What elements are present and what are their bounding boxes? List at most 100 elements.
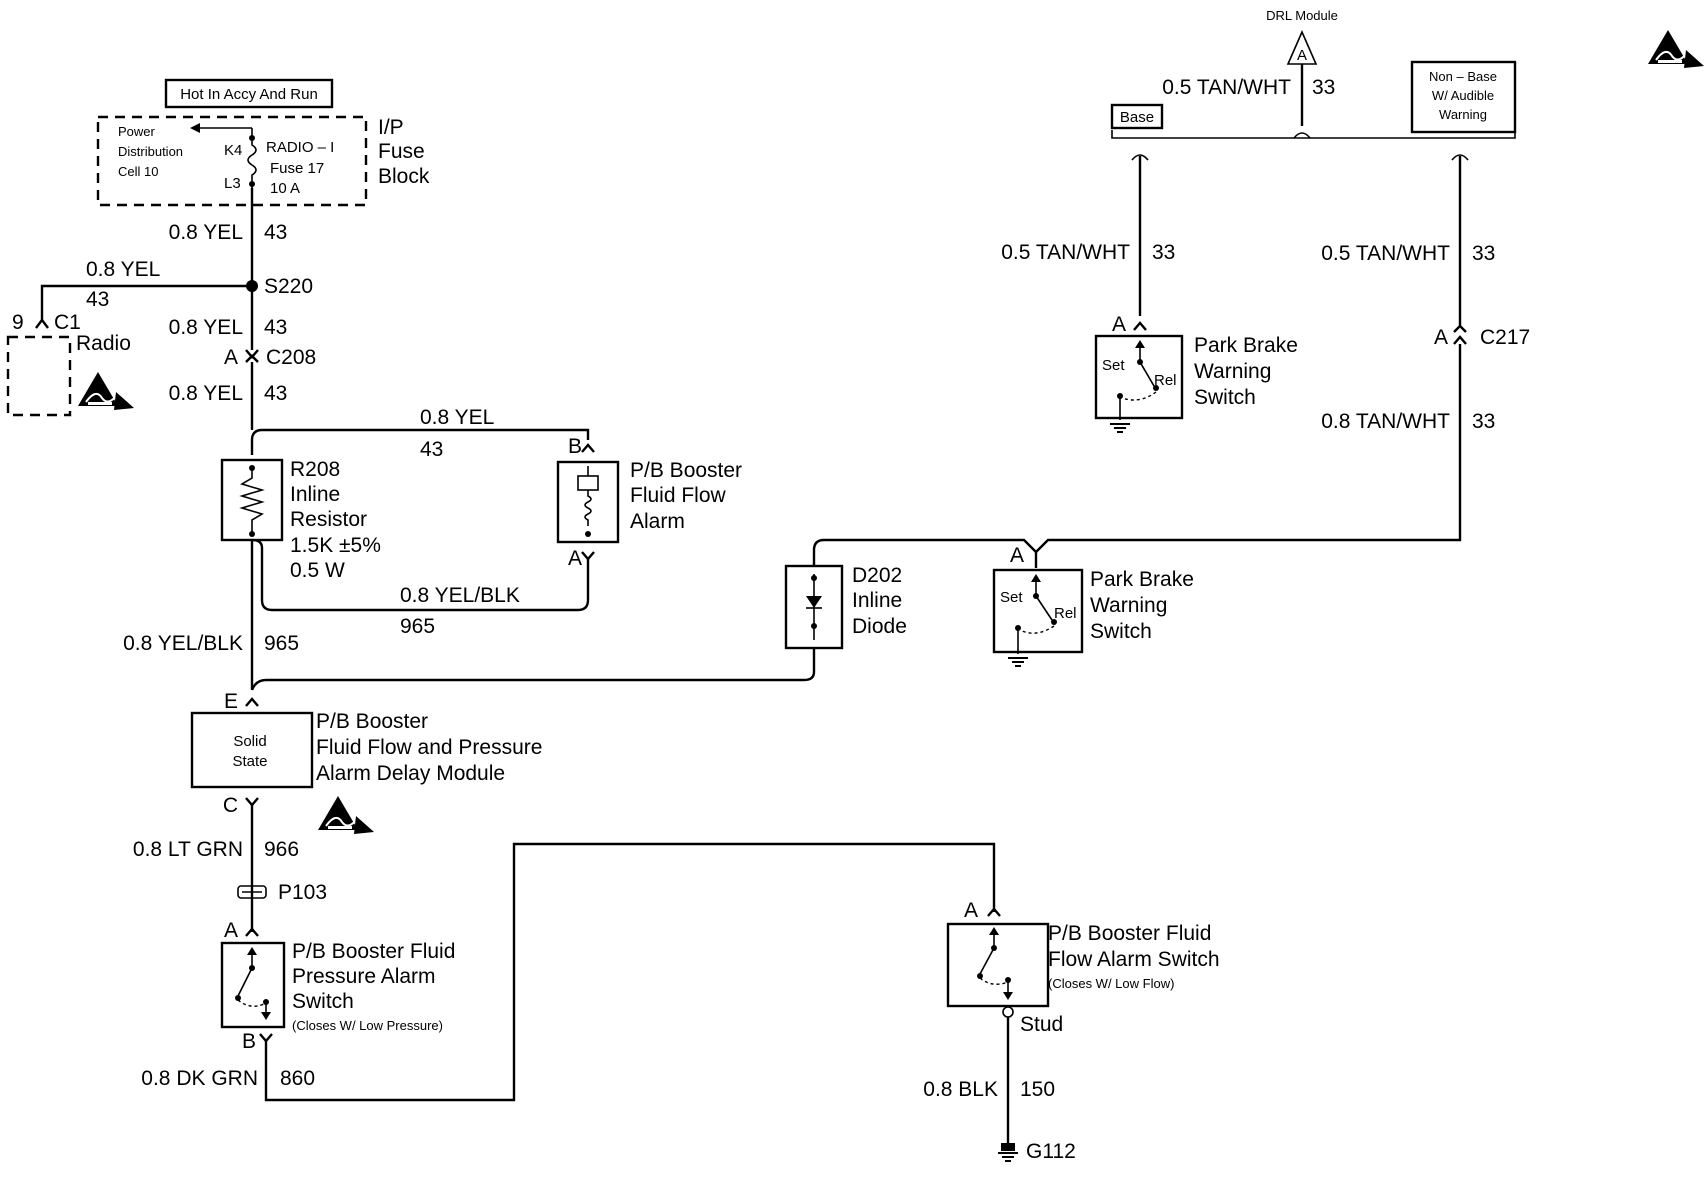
svg-text:Warning: Warning — [1194, 360, 1271, 383]
svg-text:Distribution: Distribution — [118, 144, 183, 159]
wire-label: 0.5 TAN/WHT — [1162, 76, 1291, 99]
svg-text:P103: P103 — [278, 881, 327, 904]
svg-text:Park Brake: Park Brake — [1090, 568, 1194, 591]
svg-text:Fluid Flow and Pressure: Fluid Flow and Pressure — [316, 736, 542, 759]
circuit-label: 966 — [264, 838, 299, 861]
svg-text:Fuse: Fuse — [378, 140, 425, 163]
svg-text:1.5K ±5%: 1.5K ±5% — [290, 534, 381, 557]
svg-text:Set: Set — [1000, 589, 1023, 606]
svg-text:Flow Alarm Switch: Flow Alarm Switch — [1048, 948, 1220, 971]
svg-text:Solid: Solid — [233, 733, 266, 750]
park-brake-switch-base: A Set Rel Park Brake Warning Switch — [1094, 313, 1298, 433]
radio-label: Radio — [76, 332, 131, 355]
svg-text:A: A — [224, 919, 238, 942]
wire-label: 0.8 YEL — [169, 316, 243, 339]
wire-860 — [264, 842, 996, 1102]
esd-icon — [1647, 29, 1705, 69]
circuit-label: 150 — [1020, 1078, 1055, 1101]
flow-alarm-switch: A P/B Booster Fluid Flow Alarm Switch (C… — [946, 899, 1220, 1036]
svg-text:Cell 10: Cell 10 — [118, 164, 158, 179]
svg-text:Hot In Accy And Run: Hot In Accy And Run — [180, 86, 318, 103]
wire-label: 0.8 YEL/BLK — [400, 584, 520, 607]
base-option-label: Base — [1110, 103, 1164, 130]
svg-text:P/B Booster: P/B Booster — [316, 710, 428, 733]
wire-33-c217 — [1035, 344, 1462, 553]
circuit-label: 965 — [400, 615, 435, 638]
svg-text:Resistor: Resistor — [290, 508, 367, 531]
svg-text:Fuse 17: Fuse 17 — [270, 160, 324, 177]
svg-text:A: A — [1297, 47, 1307, 64]
svg-text:Inline: Inline — [290, 483, 340, 506]
wire-33-diode — [812, 538, 1037, 566]
wire-label: 0.8 YEL — [420, 406, 494, 429]
connector-c217: A C217 — [1434, 324, 1530, 349]
svg-text:(Closes W/ Low Flow): (Closes W/ Low Flow) — [1048, 976, 1174, 991]
svg-text:D202: D202 — [852, 564, 902, 587]
svg-text:Alarm: Alarm — [630, 510, 685, 533]
svg-text:RADIO – I: RADIO – I — [266, 139, 334, 156]
svg-text:P/B Booster: P/B Booster — [630, 459, 742, 482]
svg-text:Non – Base: Non – Base — [1429, 69, 1497, 84]
svg-text:G112: G112 — [1026, 1140, 1076, 1163]
svg-text:A: A — [224, 346, 238, 369]
svg-text:State: State — [232, 753, 267, 770]
circuit-label: 43 — [420, 438, 443, 461]
svg-text:R208: R208 — [290, 458, 340, 481]
svg-text:B: B — [242, 1030, 256, 1053]
svg-text:C: C — [223, 794, 238, 817]
wire-diode-return — [250, 648, 816, 691]
svg-text:DRL Module: DRL Module — [1266, 8, 1338, 23]
svg-text:C208: C208 — [266, 346, 316, 369]
drl-module: DRL Module A — [1266, 8, 1338, 65]
wire-label: 0.8 BLK — [923, 1078, 998, 1101]
svg-text:P/B Booster Fluid: P/B Booster Fluid — [292, 940, 455, 963]
svg-text:Rel: Rel — [1154, 372, 1177, 389]
wire-43-radio — [40, 284, 252, 320]
svg-text:Warning: Warning — [1090, 594, 1167, 617]
nonbase-option-label: Non – Base W/ Audible Warning — [1410, 60, 1517, 134]
svg-text:Rel: Rel — [1054, 605, 1077, 622]
circuit-label: 33 — [1312, 76, 1335, 99]
esd-icon — [77, 371, 135, 411]
radio-pin: 9 — [12, 311, 24, 334]
wire-label: 0.8 YEL — [169, 382, 243, 405]
svg-text:Pressure Alarm: Pressure Alarm — [292, 965, 436, 988]
wire-label: 0.8 YEL — [169, 221, 243, 244]
svg-text:C217: C217 — [1480, 326, 1530, 349]
svg-text:K4: K4 — [224, 142, 242, 159]
svg-text:Set: Set — [1102, 357, 1125, 374]
svg-text:Park Brake: Park Brake — [1194, 334, 1298, 357]
svg-text:(Closes W/ Low Pressure): (Closes W/ Low Pressure) — [292, 1018, 443, 1033]
option-bracket — [1111, 130, 1516, 139]
svg-text:A: A — [1112, 313, 1126, 336]
svg-text:W/ Audible: W/ Audible — [1432, 88, 1494, 103]
svg-text:10 A: 10 A — [270, 180, 300, 197]
resistor-r208: R208 Inline Resistor 1.5K ±5% 0.5 W — [220, 458, 381, 582]
circuit-label: 33 — [1472, 410, 1495, 433]
circuit-label: 33 — [1472, 242, 1495, 265]
svg-text:Fluid Flow: Fluid Flow — [630, 484, 727, 507]
wire-label: 0.8 YEL/BLK — [123, 632, 243, 655]
esd-icon — [317, 795, 375, 835]
svg-text:Base: Base — [1120, 109, 1154, 126]
wire-label: 0.8 YEL — [86, 258, 160, 281]
svg-text:A: A — [1010, 544, 1024, 567]
connector-c208: A C208 — [224, 346, 316, 369]
svg-text:Switch: Switch — [1194, 386, 1256, 409]
ground-g112: G112 — [997, 1140, 1076, 1163]
park-brake-switch-nonbase: A Set Rel Park Brake Warning Switch — [992, 544, 1194, 667]
wire-label: 0.5 TAN/WHT — [1001, 241, 1130, 264]
svg-text:Switch: Switch — [1090, 620, 1152, 643]
svg-text:A: A — [1434, 326, 1448, 349]
svg-text:Stud: Stud — [1020, 1013, 1063, 1036]
svg-text:Alarm Delay Module: Alarm Delay Module — [316, 762, 505, 785]
circuit-label: 965 — [264, 632, 299, 655]
svg-text:B: B — [568, 435, 582, 458]
svg-text:Inline: Inline — [852, 589, 902, 612]
connector-p103: P103 — [237, 881, 327, 904]
ip-fuse-block: Power Distribution Cell 10 K4 L3 RADIO –… — [96, 115, 430, 207]
radio-box — [6, 335, 72, 417]
svg-text:A: A — [964, 899, 978, 922]
circuit-label: 43 — [264, 316, 287, 339]
